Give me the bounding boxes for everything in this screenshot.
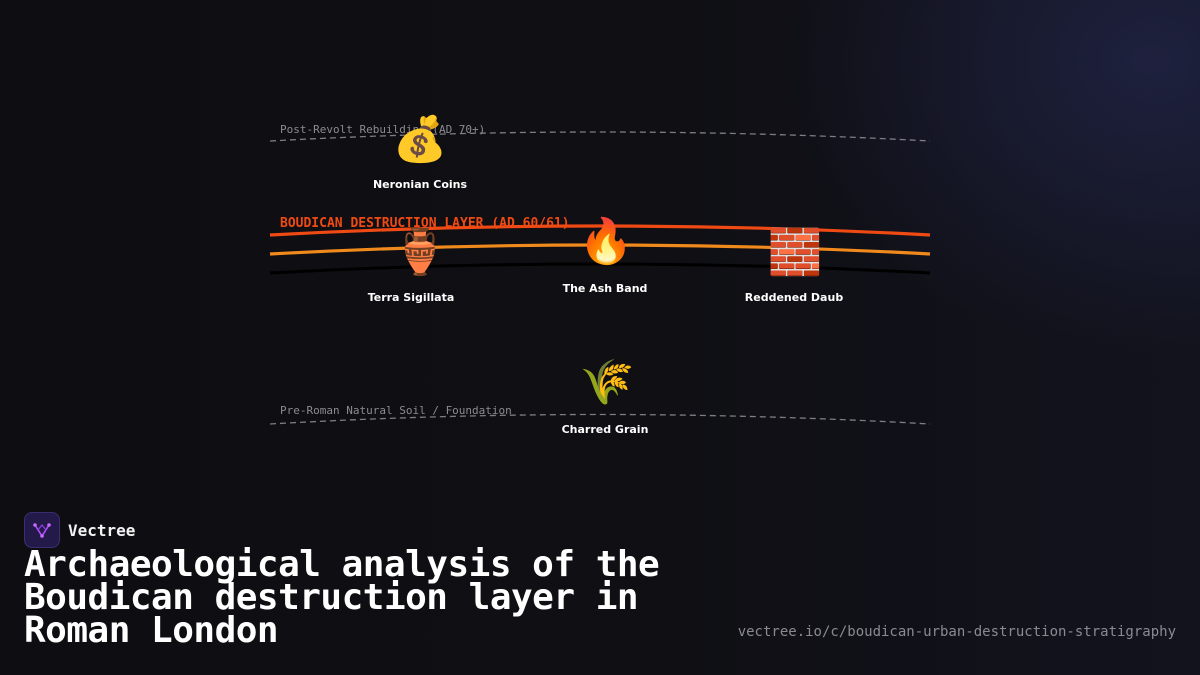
vectree-logo-icon <box>24 512 60 548</box>
fire-icon: 🔥 <box>579 216 634 267</box>
find-charred-grain: 🌾 Charred Grain <box>562 357 649 436</box>
brick-icon: 🧱 <box>768 227 823 278</box>
find-label: Neronian Coins <box>373 178 468 191</box>
page-title: Archaeological analysis of the Boudican … <box>24 544 660 651</box>
brand-name: Vectree <box>68 520 136 540</box>
pre-roman-boundary-line <box>269 413 931 425</box>
money-bag-icon: 💰 <box>393 114 448 165</box>
find-label: Reddened Daub <box>745 291 844 304</box>
brand: Vectree <box>24 512 135 548</box>
find-neronian-coins: 💰 Neronian Coins <box>373 114 468 191</box>
amphora-icon: 🏺 <box>393 227 448 278</box>
grain-icon: 🌾 <box>580 357 635 408</box>
find-label: Charred Grain <box>562 423 649 436</box>
ash-band-line <box>269 243 931 256</box>
destruction-layer-label: BOUDICAN DESTRUCTION LAYER (AD 60/61) <box>280 216 570 231</box>
find-terra-sigillata: 🏺 Terra Sigillata <box>368 227 455 304</box>
find-ash-band: 🔥 The Ash Band <box>563 216 648 295</box>
find-reddened-daub: 🧱 Reddened Daub <box>745 227 844 304</box>
source-url[interactable]: vectree.io/c/boudican-urban-destruction-… <box>737 624 1176 640</box>
base-band-line <box>269 262 931 275</box>
find-label: Terra Sigillata <box>368 291 455 304</box>
post-revolt-layer-label: Post-Revolt Rebuilding (AD 70+) <box>280 123 485 136</box>
pre-roman-layer-label: Pre-Roman Natural Soil / Foundation <box>280 404 512 417</box>
fire-band-line <box>269 224 931 237</box>
post-revolt-boundary-line <box>269 131 931 142</box>
find-label: The Ash Band <box>563 282 648 295</box>
